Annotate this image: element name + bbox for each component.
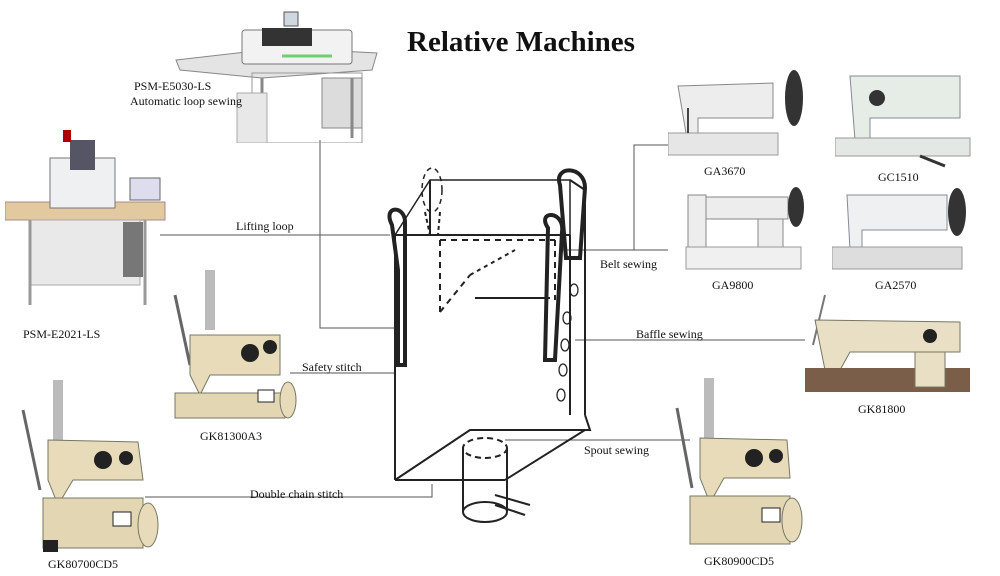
psm-e2021-model-label: PSM-E2021-LS — [23, 327, 101, 341]
line-automatic-loop — [319, 140, 394, 329]
line-double-chain — [145, 484, 433, 498]
double-chain-stitch-label: Double chain stitch — [250, 487, 344, 501]
gk80700cd5-machine — [21, 380, 159, 552]
big-bag-diagram — [387, 167, 592, 523]
line-belt-sewing — [560, 144, 670, 251]
ga2570-machine — [832, 188, 966, 270]
spout-sewing-label: Spout sewing — [584, 443, 650, 457]
gk80700cd5-model-label: GK80700CD5 — [48, 557, 119, 571]
gc1510-model-label: GC1510 — [878, 170, 919, 184]
ga2570-model-label: GA2570 — [875, 278, 917, 292]
psm-e5030-ls-machine — [175, 11, 378, 143]
psm-e5030-model-label: PSM-E5030-LS — [134, 79, 212, 93]
safety-stitch-label: Safety stitch — [302, 360, 362, 374]
ga3670-model-label: GA3670 — [704, 164, 746, 178]
ga9800-machine — [685, 187, 804, 270]
ga3670-machine — [668, 70, 803, 156]
lifting-loop-label: Lifting loop — [236, 219, 294, 233]
psm-e2021-ls-machine — [5, 130, 166, 305]
gk81800-model-label: GK81800 — [858, 402, 906, 416]
gc1510-machine — [835, 75, 971, 168]
gk81300a3-machine — [173, 270, 297, 419]
gk80900cd5-machine — [675, 378, 803, 545]
ga9800-model-label: GA9800 — [712, 278, 754, 292]
gk81800-machine — [805, 294, 970, 392]
belt-sewing-label: Belt sewing — [600, 257, 657, 271]
baffle-sewing-label: Baffle sewing — [636, 327, 703, 341]
gk81300a3-model-label: GK81300A3 — [200, 429, 262, 443]
gk80900cd5-model-label: GK80900CD5 — [704, 554, 775, 568]
psm-e5030-desc-label: Automatic loop sewing — [130, 94, 242, 108]
diagram-title: Relative Machines — [407, 26, 635, 58]
